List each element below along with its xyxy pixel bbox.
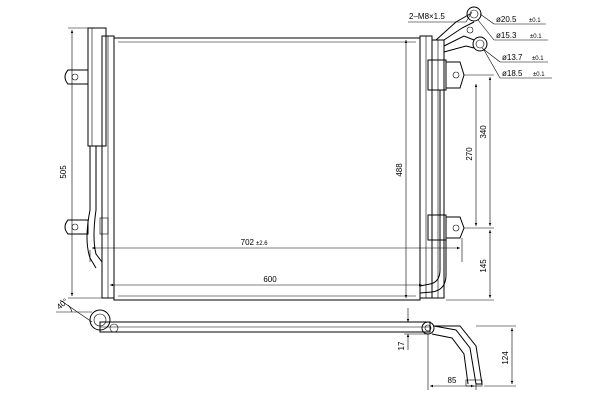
dim-124-label: 124 xyxy=(501,351,510,365)
dim-702-label: 702 xyxy=(241,238,255,247)
d205-callout: ø20.5 xyxy=(496,15,517,24)
d137-callout: ø13.7 xyxy=(502,53,523,62)
dim-145-label: 145 xyxy=(479,259,488,273)
dimensions-bottom: 40° 17 124 85 xyxy=(55,297,516,390)
dim-270-label: 270 xyxy=(465,147,474,161)
d185-callout: ø18.5 xyxy=(502,69,523,78)
right-tank xyxy=(419,35,465,299)
left-tank xyxy=(64,27,115,299)
d153-tolerance: ±0.1 xyxy=(530,34,542,40)
thread-callout: 2–M8×1.5 xyxy=(409,12,445,21)
bottom-view xyxy=(89,309,483,387)
top-fittings xyxy=(435,6,488,53)
d185-tolerance: ±0.1 xyxy=(533,72,545,78)
d137-tolerance: ±0.1 xyxy=(532,56,544,62)
dim-85-label: 85 xyxy=(448,376,457,385)
dim-488-label: 488 xyxy=(395,163,404,177)
dim-505-label: 505 xyxy=(59,165,68,179)
core xyxy=(113,37,421,301)
callouts: 2–M8×1.5 ø20.5 ±0.1 ø15.3 ±0.1 ø13.7 ±0.… xyxy=(408,11,552,79)
dim-600-label: 600 xyxy=(263,275,277,284)
d153-callout: ø15.3 xyxy=(496,31,517,40)
dimensions-front: 505 488 702 ±2.6 600 340 270 145 xyxy=(59,27,494,301)
d205-tolerance: ±0.1 xyxy=(529,18,541,24)
front-view xyxy=(64,6,488,301)
dim-340-label: 340 xyxy=(479,125,488,139)
dim-702-tolerance: ±2.6 xyxy=(256,241,268,247)
dim-17-label: 17 xyxy=(397,341,406,350)
dim-40-angle-label: 40° xyxy=(55,297,70,312)
